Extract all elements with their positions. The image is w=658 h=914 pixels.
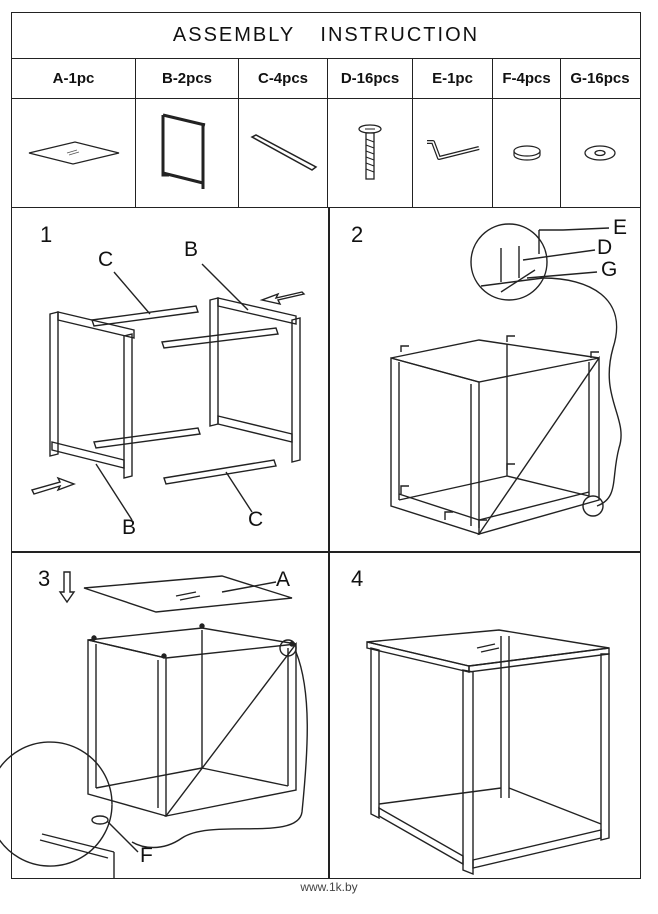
washer-icon <box>561 99 639 207</box>
step-3-label-f: F <box>140 844 153 867</box>
pad-icon <box>493 99 561 207</box>
part-label-g: G-16pcs <box>570 70 630 87</box>
step-3-drawing <box>0 571 308 878</box>
step-1-label-b-bottom: B <box>122 516 137 539</box>
step-2-panel: 2 E D G <box>329 208 642 551</box>
part-label-f: F-4pcs <box>493 59 561 98</box>
part-label-b: B-2pcs <box>136 59 239 98</box>
grid-divider-horizontal <box>12 551 640 553</box>
step-4-panel: 4 <box>329 552 642 878</box>
step-2-label-e: E <box>613 216 628 239</box>
step-3-panel: 3 A F <box>0 552 328 878</box>
bar-icon <box>239 99 328 207</box>
footer-watermark: www.1k.by <box>300 880 358 894</box>
step-number-4: 4 <box>351 566 364 591</box>
step-number-2: 2 <box>351 222 364 247</box>
glass-top-icon <box>12 99 136 207</box>
parts-icon-row <box>12 99 640 208</box>
allen-key-icon <box>413 99 493 207</box>
step-2-label-d: D <box>597 236 613 259</box>
part-label-e: E-1pc <box>413 59 493 98</box>
instruction-sheet: ASSEMBLY INSTRUCTION A-1pc B-2pcs C-4pcs… <box>0 12 642 879</box>
step-2-label-g: G <box>601 258 618 281</box>
parts-header-row: A-1pc B-2pcs C-4pcs D-16pcs E-1pc F-4pcs… <box>12 59 640 99</box>
steps-grid: 1 C B B C <box>0 208 642 878</box>
part-label-a: A-1pc <box>12 59 136 98</box>
step-1-label-c-top: C <box>98 248 114 271</box>
screw-icon <box>328 99 413 207</box>
step-1-label-b-top: B <box>184 238 199 261</box>
step-1-drawing <box>30 263 306 521</box>
step-2-drawing <box>390 223 622 536</box>
step-1-panel: 1 C B B C <box>12 208 328 551</box>
part-label-c: C-4pcs <box>239 59 328 98</box>
step-number-3: 3 <box>38 566 51 591</box>
grid-divider-vertical <box>328 208 330 878</box>
sheet-title: ASSEMBLY INSTRUCTION <box>12 13 640 59</box>
step-3-label-a: A <box>276 568 291 591</box>
part-label-d: D-16pcs <box>328 59 413 98</box>
side-frame-icon <box>136 99 239 207</box>
step-4-drawing <box>366 629 610 876</box>
step-1-label-c-bottom: C <box>248 508 264 531</box>
step-number-1: 1 <box>40 222 53 247</box>
